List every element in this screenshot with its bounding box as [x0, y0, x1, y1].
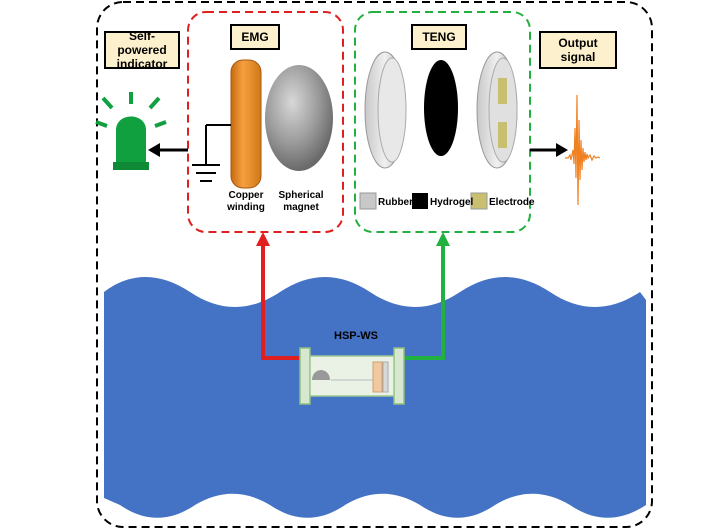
teng-label: TENG: [411, 24, 467, 50]
water-waves: [104, 277, 646, 518]
electrode-disc-shape: [476, 51, 518, 169]
output-label-text: Output signal: [558, 36, 598, 64]
output-signal-waveform: [565, 94, 601, 206]
hydrogel-disc-shape: [424, 60, 458, 156]
teng-connector: [392, 232, 450, 360]
copper-winding-shape: [230, 59, 262, 189]
device-label: HSP-WS: [334, 330, 378, 342]
rubber-swatch: [359, 192, 377, 210]
indicator-label: Self-powered indicator: [104, 29, 180, 71]
emg-label-text: EMG: [241, 30, 269, 44]
teng-label-text: TENG: [422, 30, 456, 44]
indicator-lamp-icon: [95, 92, 167, 170]
copper-label: Copper winding: [227, 190, 265, 213]
arrow-to-indicator: [148, 143, 188, 157]
emg-label: EMG: [230, 24, 280, 50]
hsp-ws-device: [299, 347, 405, 405]
emg-box: [187, 11, 344, 233]
spherical-magnet-shape: [265, 65, 333, 171]
electrode-swatch: [470, 192, 488, 210]
indicator-label-text: Self-powered indicator: [116, 29, 168, 71]
hydrogel-swatch: [412, 193, 428, 209]
teng-box: [354, 11, 531, 233]
electrode-label: Electrode: [489, 197, 535, 208]
rubber-label: Rubber: [378, 197, 413, 208]
output-label: Output signal: [539, 31, 617, 69]
outer-frame: [96, 1, 653, 528]
arrow-to-output: [530, 143, 568, 157]
magnet-label: Spherical magnet: [278, 190, 324, 213]
ground-icon: [192, 124, 231, 182]
rubber-disc-shape: [364, 51, 407, 169]
hydrogel-label: Hydrogel: [430, 197, 474, 208]
